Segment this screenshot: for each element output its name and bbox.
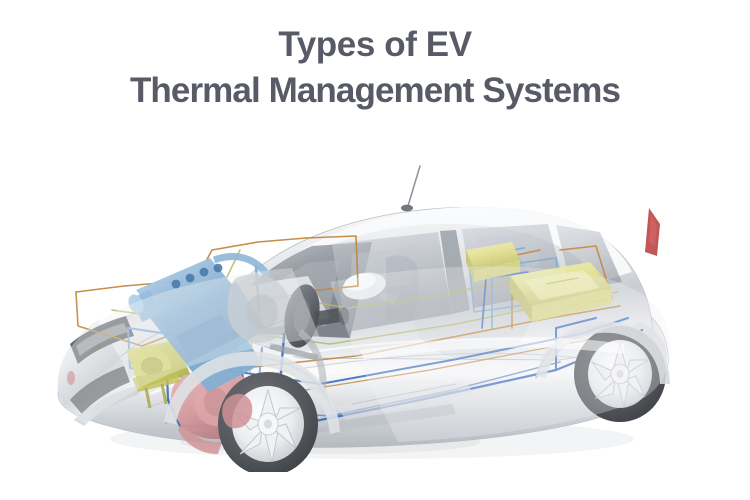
page-title: Types of EV Thermal Management Systems (0, 22, 750, 114)
brake-disc (284, 284, 349, 348)
wheel-spoke (594, 378, 616, 399)
wheel-spoke (272, 407, 301, 424)
front-brake-caliper (222, 393, 253, 429)
page-title-line-2: Thermal Management Systems (129, 71, 621, 111)
front-fender-overlay (164, 351, 340, 434)
front-side-window (332, 232, 452, 332)
headlight (70, 316, 134, 364)
taillight-gloss (649, 214, 657, 246)
battery-system (336, 242, 612, 420)
front-grille (70, 366, 130, 414)
rear-wheel (574, 326, 666, 422)
half-shaft (269, 343, 319, 361)
intake-housing (227, 274, 292, 343)
heater-circuit-olive-rear (299, 281, 509, 309)
refrigerant-circuit-orange-upper (299, 235, 359, 293)
front-badge (67, 371, 75, 385)
underfloor-cooling-plate (336, 380, 474, 420)
power-electronics-inverter (126, 340, 190, 409)
page-title-line-1: Types of EV (278, 25, 472, 64)
wheel-spoke (625, 359, 650, 376)
headlight-lens (76, 323, 128, 356)
auxiliary-battery-module (466, 242, 520, 282)
refrigerant-circuit-orange-engine-drop (75, 291, 179, 347)
ev-cutaway-illustration (0, 132, 750, 472)
wheel-spoke (239, 428, 263, 455)
roof-antenna-icon (401, 165, 421, 212)
sill-trim-strip (330, 404, 456, 432)
rear-battery-pack (510, 262, 612, 322)
ev-cutaway-svg (57, 165, 671, 472)
b-pillar (440, 230, 470, 314)
body-ghost-overlay-front (57, 268, 320, 424)
front-seat (386, 255, 420, 322)
rear-fender-overlay (536, 321, 670, 384)
body-ghost-overlay-side (330, 266, 671, 442)
wheel-spoke (590, 360, 616, 381)
body-gloss-highlight (360, 336, 624, 360)
front-bumper-lip (74, 386, 140, 426)
wheel-spoke (270, 423, 297, 449)
wheel-spoke (622, 375, 646, 398)
